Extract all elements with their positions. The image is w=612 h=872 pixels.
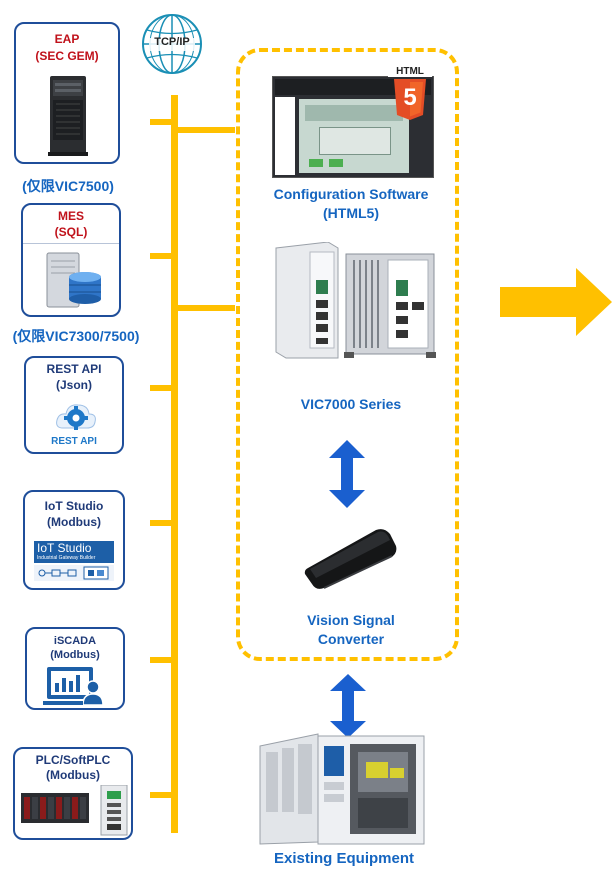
- iot-studio-title: IoT Studio: [44, 499, 104, 513]
- screenshot-sidebar: [275, 97, 295, 175]
- double-arrow-outer-icon: [330, 674, 366, 738]
- vertical-bus: [171, 95, 178, 833]
- eap-box: EAP (SEC GEM): [14, 22, 120, 164]
- double-arrow-inner-icon: [329, 440, 365, 508]
- screenshot-status-2: [329, 159, 343, 167]
- database-server-icon: [46, 252, 101, 308]
- protocol-label: TCP/IP: [154, 36, 190, 48]
- bus-branch-4: [150, 520, 178, 526]
- mes-box: MES (SQL): [21, 203, 121, 317]
- screenshot-toolbar: [275, 79, 431, 95]
- plc-box: PLC/SoftPLC (Modbus): [13, 747, 133, 840]
- eap-title: EAP: [54, 32, 80, 46]
- bus-link-vic: [175, 305, 235, 311]
- bus-branch-2: [150, 253, 178, 259]
- html5-shield-icon: [394, 79, 426, 120]
- iot-studio-logo: IoT Studio Industrial Gateway Builder: [34, 541, 114, 563]
- mes-divider: [23, 243, 119, 244]
- converter-label-line2: Converter: [317, 631, 385, 647]
- right-arrow-icon: [500, 268, 612, 336]
- screenshot-canvas: [299, 99, 409, 173]
- plc-title: PLC/SoftPLC: [35, 753, 111, 767]
- rest-api-title: REST API: [46, 362, 102, 376]
- screenshot-status: [309, 159, 323, 167]
- bus-branch-3: [150, 385, 178, 391]
- tower-server-icon: [48, 76, 88, 156]
- iot-studio-subtitle: (Modbus): [47, 515, 101, 529]
- html5-badge-number: 5: [403, 84, 417, 111]
- vic-system-group: [236, 48, 459, 661]
- plc-hardware-icon: [21, 785, 128, 836]
- mes-note: (仅限VIC7300/7500): [12, 328, 140, 344]
- bus-branch-6: [150, 792, 178, 798]
- bus-branch-1: [150, 119, 178, 125]
- vic-compact-unit-icon: [275, 242, 339, 359]
- equipment-label: Existing Equipment: [273, 850, 414, 867]
- iscada-title: iSCADA: [53, 635, 97, 647]
- signal-converter-device-icon: [304, 529, 397, 589]
- cloud-gear-icon: [56, 404, 96, 430]
- eap-subtitle: (SEC GEM): [35, 49, 99, 63]
- converter-label-line1: Vision Signal: [307, 612, 395, 628]
- eap-note: (仅限VIC7500): [22, 178, 114, 194]
- rest-api-subtitle: (Json): [56, 378, 92, 392]
- bus-branch-5: [150, 657, 178, 663]
- mes-title: MES: [57, 209, 84, 223]
- html5-badge: HTML 5: [388, 66, 432, 124]
- iot-studio-logo-text: IoT Studio: [37, 541, 92, 555]
- html5-badge-text: HTML: [388, 66, 432, 77]
- config-label-line2: (HTML5): [323, 205, 379, 221]
- iscada-subtitle: (Modbus): [50, 649, 100, 661]
- iot-studio-logo-subtext: Industrial Gateway Builder: [37, 555, 96, 561]
- iot-studio-box: IoT Studio (Modbus) IoT Studio Industria…: [23, 490, 125, 590]
- dashboard-user-icon: [43, 667, 104, 706]
- rest-api-box: REST API (Json) REST API: [24, 356, 124, 454]
- flow-nodes-icon: [34, 565, 114, 581]
- vic-rugged-unit-icon: [344, 253, 436, 358]
- screenshot-panel: [305, 105, 403, 121]
- equipment-machine-icon: [259, 733, 425, 845]
- bus-link-config: [175, 127, 235, 133]
- tcpip-globe: TCP/IP: [138, 10, 206, 78]
- config-label-line1: Configuration Software: [273, 186, 429, 202]
- plc-subtitle: (Modbus): [46, 768, 100, 782]
- series-label: VIC7000 Series: [300, 396, 402, 412]
- mes-subtitle: (SQL): [54, 225, 88, 239]
- iscada-box: iSCADA (Modbus): [25, 627, 125, 710]
- globe-icon: [142, 14, 202, 74]
- screenshot-dialog: [319, 127, 391, 155]
- rest-api-caption: REST API: [51, 436, 97, 447]
